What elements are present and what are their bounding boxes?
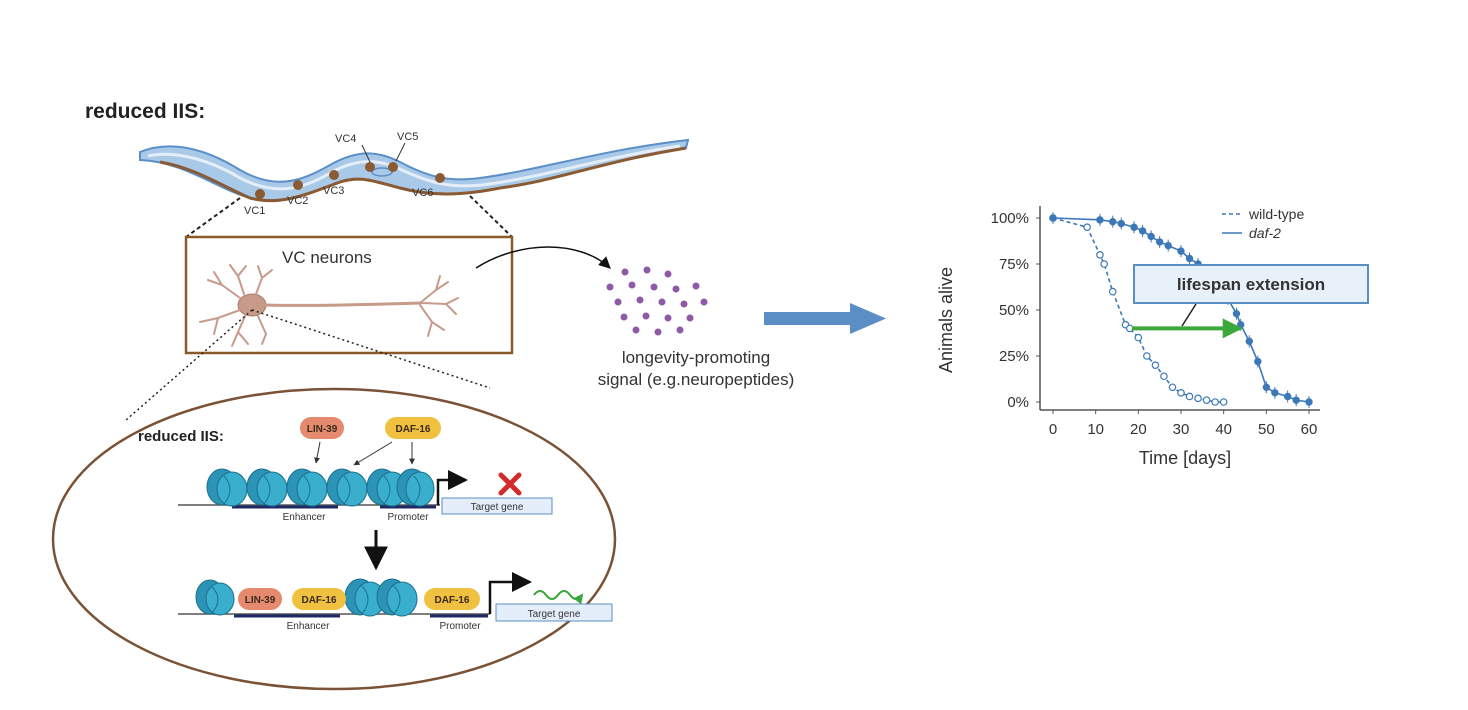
target-gene-box-top: [441, 497, 553, 515]
pointer-vc5: [395, 142, 406, 162]
lin39-top-label: LIN-39: [307, 424, 338, 435]
signal-label-line2: signal (e.g.neuropeptides): [598, 370, 795, 389]
point-wild-type: [1219, 398, 1228, 406]
x-tick-label: 0: [1049, 421, 1057, 438]
enhancer-label-top: Enhancer: [283, 512, 326, 523]
release-arrow: [475, 246, 611, 269]
lin39-top: [300, 417, 344, 439]
point-wild-type: [1185, 392, 1194, 401]
daf16-bottom-promoter: [424, 588, 480, 610]
chromatin-open: [178, 572, 532, 618]
point-wild-type: [1160, 372, 1168, 381]
worm-belly-line: [159, 146, 687, 203]
pointer-vc4: [361, 144, 371, 163]
neuron-dot-vc6: [435, 173, 445, 183]
series-line-wild-type: [1052, 217, 1224, 403]
legend-label-wild-type: wild-type: [1248, 206, 1304, 222]
y-ticks: 0% 25% 50% 75% 100%: [991, 210, 1040, 411]
point-wild-type: [1083, 223, 1091, 232]
neuron-drawing: [199, 264, 459, 347]
blocked-cross: [498, 472, 522, 496]
signal-dots: [606, 266, 708, 336]
top-title: reduced IIS:: [85, 100, 205, 123]
point-wild-type: [1202, 396, 1211, 404]
daf16-top: [385, 417, 441, 439]
daf16-top-label: DAF-16: [395, 424, 430, 435]
lin39-bottom-label: LIN-39: [245, 595, 276, 606]
big-blue-arrow: [764, 303, 886, 334]
neuron-dot-vc4: [365, 162, 375, 172]
worm-highlight: [147, 144, 681, 191]
x-ticks: 0 10 20 30 40 50 60: [1049, 410, 1318, 438]
neuron-dot-vc2: [293, 180, 303, 190]
x-tick-label: 50: [1258, 421, 1275, 438]
worm-illustration: VC1 VC2 VC3 VC4 VC5 VC6: [139, 131, 690, 217]
promoter-label-top: Promoter: [387, 512, 429, 523]
nucleosome-row-top: [206, 468, 435, 507]
y-axis-label: Animals alive: [936, 267, 956, 373]
point-wild-type: [1177, 388, 1185, 397]
neuron-dot-vc1: [255, 189, 265, 199]
legend-label-daf2: daf-2: [1249, 225, 1281, 241]
x-tick-label: 40: [1215, 421, 1232, 438]
target-gene-label-top: Target gene: [471, 502, 524, 513]
x-tick-label: 60: [1301, 421, 1318, 438]
x-tick-label: 30: [1173, 421, 1190, 438]
x-axis-label: Time [days]: [1139, 448, 1231, 468]
daf16-pointer-left: [353, 441, 393, 466]
zoom-line-left: [185, 197, 241, 238]
y-tick-label: 0%: [1007, 394, 1029, 411]
chart-axes: [1039, 206, 1320, 411]
annotation-label: lifespan extension: [1177, 275, 1325, 294]
target-gene-label-bottom: Target gene: [528, 609, 581, 620]
point-wild-type: [1143, 352, 1151, 360]
y-tick-label: 75%: [999, 256, 1029, 273]
chromatin-closed: [178, 468, 468, 509]
x-tick-label: 10: [1087, 421, 1104, 438]
point-wild-type: [1168, 383, 1177, 392]
lin39-pointer: [314, 441, 321, 464]
y-tick-label: 25%: [999, 348, 1029, 365]
label-vc4: VC4: [335, 133, 356, 145]
y-tick-label: 50%: [999, 302, 1029, 319]
transcript-squiggle: [533, 590, 584, 605]
zoom-line-right: [469, 195, 513, 238]
target-gene-box-bottom: [495, 603, 613, 622]
neuron-dot-vc5: [388, 162, 398, 172]
label-vc3: VC3: [323, 185, 344, 197]
neuron-dot-vc3: [329, 170, 339, 180]
daf16-bottom-enhancer-label: DAF-16: [301, 595, 336, 606]
circle-title: reduced IIS:: [138, 428, 224, 445]
neuron-box-label: VC neurons: [282, 248, 372, 267]
series-layer: [1049, 212, 1313, 408]
daf16-bottom-enhancer: [292, 588, 346, 610]
lin39-bottom: [238, 588, 282, 610]
point-wild-type: [1151, 361, 1160, 370]
point-wild-type: [1211, 398, 1219, 406]
daf16-bottom-promoter-label: DAF-16: [434, 595, 469, 606]
label-vc2: VC2: [287, 195, 308, 207]
zoom-line-circle-right: [251, 309, 491, 389]
survival-chart: 0% 25% 50% 75% 100% 0 10 20 30 40 50 60 Time [days…: [936, 206, 1369, 468]
point-wild-type: [1108, 287, 1117, 296]
label-vc1: VC1: [244, 205, 265, 217]
worm-vulva: [371, 167, 393, 177]
legend: wild-type daf-2: [1222, 206, 1304, 241]
point-wild-type: [1096, 251, 1104, 259]
signal-label-line1: longevity-promoting: [622, 348, 770, 367]
promoter-label-bottom: Promoter: [439, 621, 481, 632]
point-wild-type: [1194, 394, 1202, 403]
enhancer-label-bottom: Enhancer: [287, 621, 330, 632]
label-vc5: VC5: [397, 131, 418, 143]
label-vc6: VC6: [412, 187, 433, 199]
x-tick-label: 20: [1130, 421, 1147, 438]
y-tick-label: 100%: [991, 210, 1029, 227]
annotation-box: [1133, 264, 1369, 304]
annotation-pointer: [1181, 303, 1197, 327]
point-wild-type: [1100, 260, 1109, 268]
point-wild-type: [1134, 333, 1143, 342]
